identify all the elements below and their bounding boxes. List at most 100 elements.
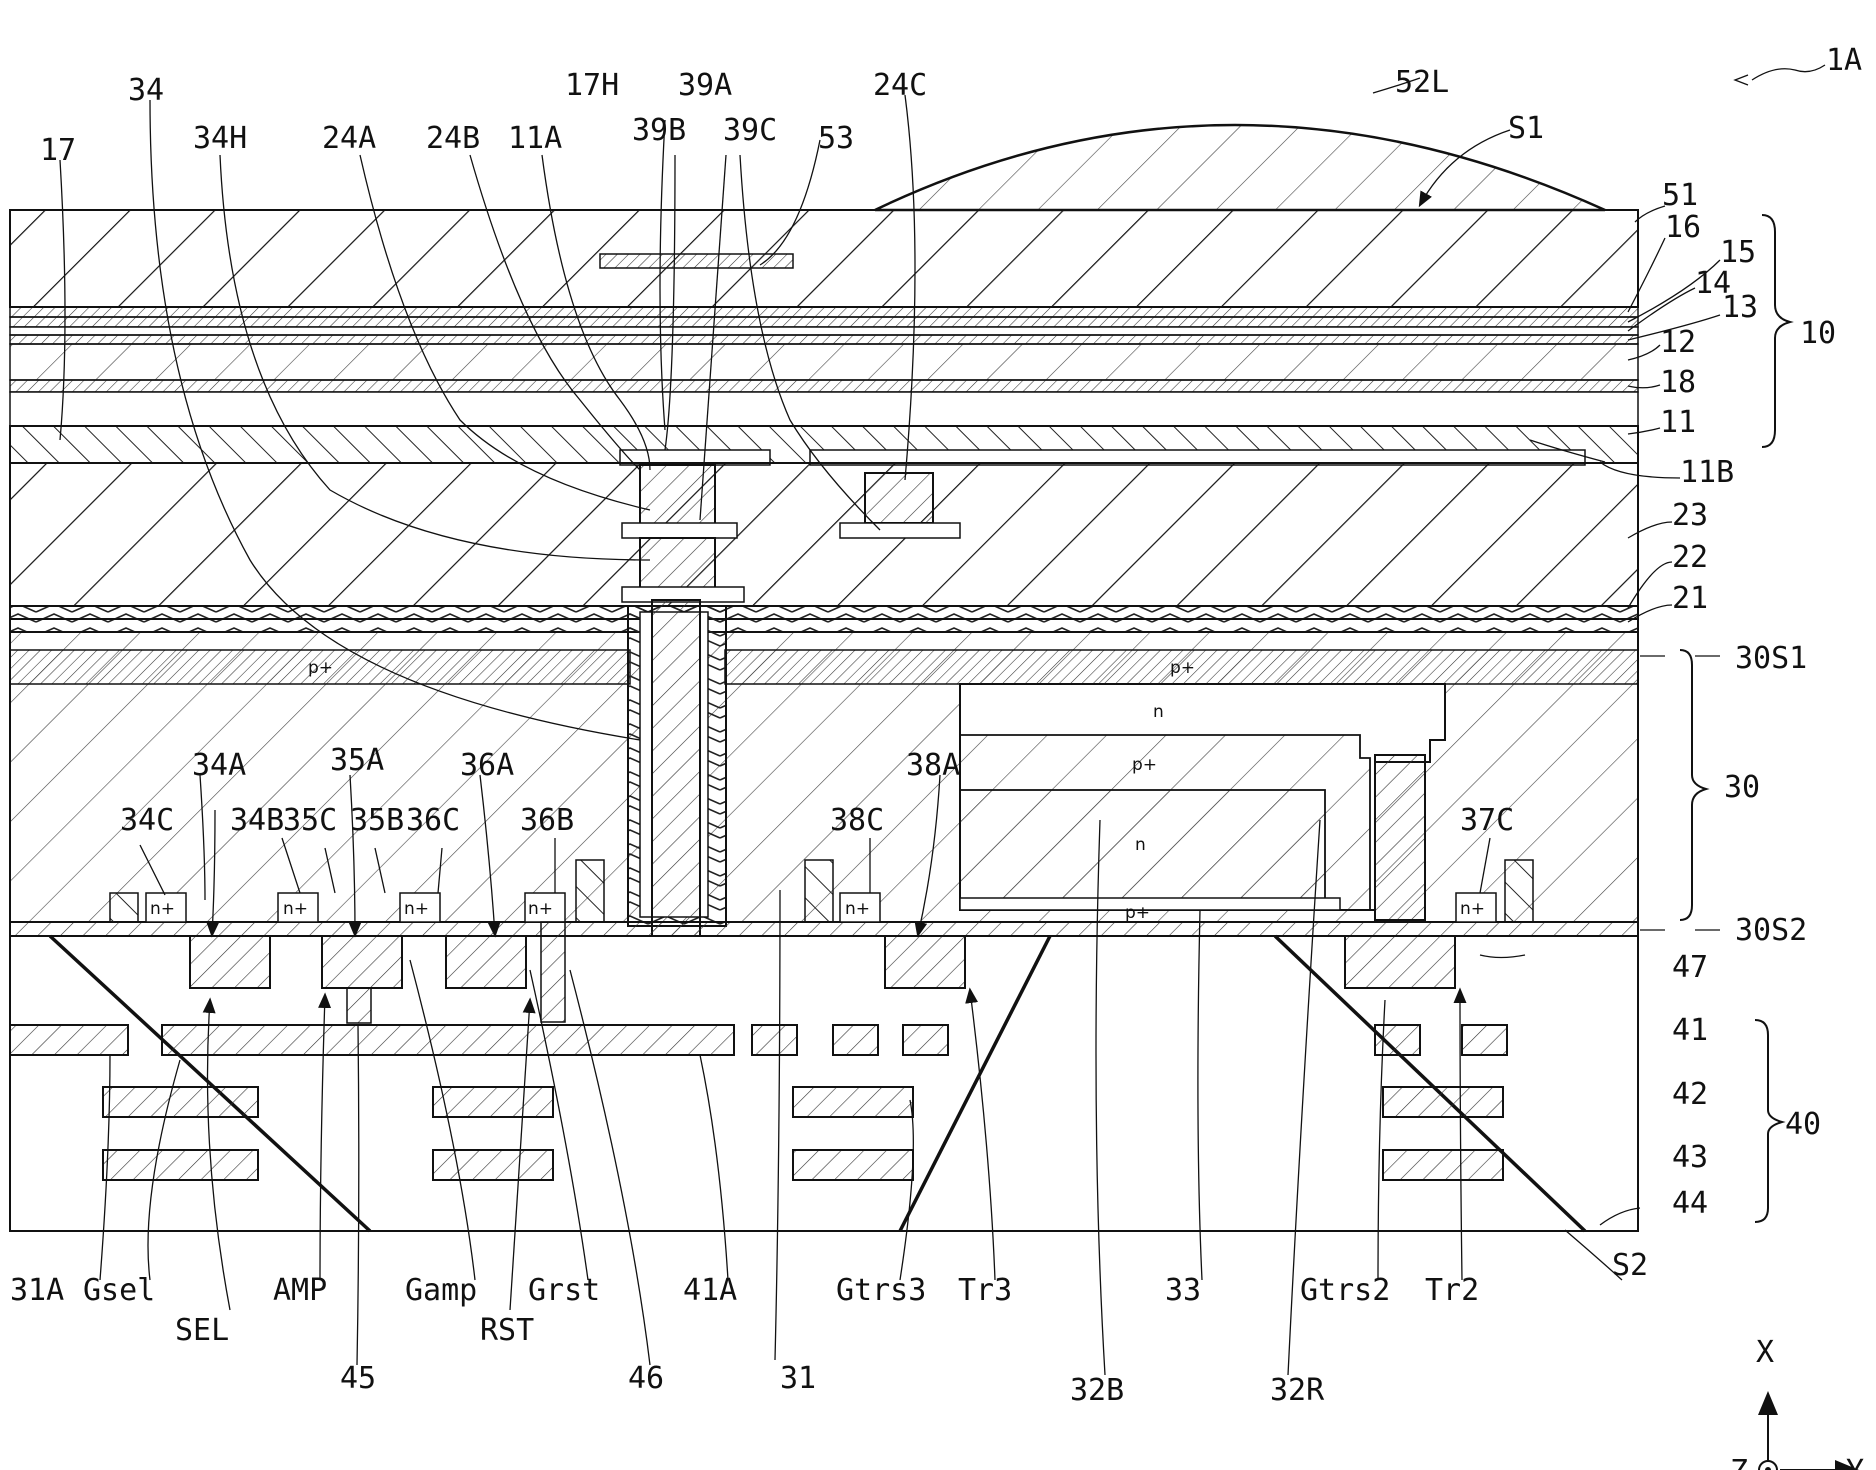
label-44: 44: [1672, 1186, 1708, 1221]
isolation-36b: [576, 860, 604, 922]
label-18: 18: [1660, 365, 1696, 400]
label-11a: 11A: [508, 121, 562, 156]
label-45: 45: [340, 1361, 376, 1396]
label-33: 33: [1165, 1273, 1201, 1308]
label-30s2: 30S2: [1735, 913, 1807, 948]
label-43: 43: [1672, 1140, 1708, 1175]
label-22: 22: [1672, 540, 1708, 575]
label-rst: RST: [480, 1313, 534, 1348]
wire-41-a: [752, 1025, 797, 1055]
axis-y-label: Y: [1846, 1454, 1864, 1470]
doping-label-11: n+: [1460, 899, 1485, 919]
wire-31a: [10, 1025, 128, 1055]
doping-label-3: p+: [1132, 755, 1157, 775]
via-24b: [640, 538, 715, 588]
wire-42-d: [1383, 1087, 1503, 1117]
axis-z-label: Z: [1730, 1454, 1748, 1470]
wire-43-a: [103, 1150, 258, 1180]
label-gsel: Gsel: [83, 1273, 155, 1308]
label-39a: 39A: [678, 68, 732, 103]
wire-41-d: [1375, 1025, 1420, 1055]
via-46: [541, 922, 565, 1022]
label-34a: 34A: [192, 748, 246, 783]
figure-id-label: 1A: [1826, 43, 1862, 78]
bracket-30: [1680, 650, 1706, 920]
doping-label-6: n+: [150, 899, 175, 919]
wire-41-c: [903, 1025, 948, 1055]
layer-21: [10, 619, 1638, 632]
layer-18: [10, 380, 1638, 392]
label-51: 51: [1662, 178, 1698, 213]
label-gtrs2: Gtrs2: [1300, 1273, 1390, 1308]
label-39b: 39B: [632, 113, 686, 148]
isolation-34c: [110, 893, 138, 922]
gate-grst: [446, 936, 526, 988]
label-tr3: Tr3: [958, 1273, 1012, 1308]
label-24b: 24B: [426, 121, 480, 156]
layer-22: [10, 606, 1638, 619]
bracket-40: [1755, 1020, 1782, 1222]
label-17h: 17H: [565, 68, 619, 103]
label-21: 21: [1672, 581, 1708, 616]
label-23: 23: [1672, 498, 1708, 533]
via-24c: [865, 473, 933, 523]
label-11: 11: [1660, 405, 1696, 440]
label-35b: 35B: [350, 803, 404, 838]
label-39c: 39C: [723, 113, 777, 148]
label-tr2: Tr2: [1425, 1273, 1479, 1308]
pad-39b: [622, 523, 737, 538]
doping-label-5: p+: [1125, 903, 1150, 923]
label-grst: Grst: [528, 1273, 600, 1308]
label-gtrs3: Gtrs3: [836, 1273, 926, 1308]
wire-43-d: [1383, 1150, 1503, 1180]
on-chip-lens-52l: [875, 125, 1605, 210]
label-40: 40: [1785, 1107, 1821, 1142]
label-16: 16: [1665, 210, 1701, 245]
label-34: 34: [128, 73, 164, 108]
light-shield-53: [600, 254, 793, 268]
label-30s1: 30S1: [1735, 641, 1807, 676]
layer-14: [10, 327, 1638, 335]
pad-39c: [840, 523, 960, 538]
label-36a: 36A: [460, 748, 514, 783]
figure-pointer: [1752, 65, 1825, 80]
label-24a: 24A: [322, 121, 376, 156]
label-52l: 52L: [1395, 65, 1449, 100]
wire-41-b: [833, 1025, 878, 1055]
gate-gtrs2: [1345, 936, 1455, 988]
label-38c: 38C: [830, 803, 884, 838]
vertical-gate-gtrs2: [1375, 755, 1425, 920]
layer-gap: [10, 392, 1638, 426]
label-13: 13: [1722, 290, 1758, 325]
gate-gamp: [322, 936, 402, 988]
isolation-37c: [1505, 860, 1533, 922]
label-42: 42: [1672, 1077, 1708, 1112]
via-45: [347, 988, 371, 1023]
axis-x-label: X: [1756, 1335, 1774, 1370]
label-12: 12: [1660, 325, 1696, 360]
label-10: 10: [1800, 316, 1836, 351]
layer-16: [10, 307, 1638, 317]
label-32r: 32R: [1270, 1373, 1325, 1408]
doping-label-9: n+: [528, 899, 553, 919]
label-35c: 35C: [283, 803, 337, 838]
label-31a: 31A: [10, 1273, 64, 1308]
label-53: 53: [818, 121, 854, 156]
doping-label-7: n+: [283, 899, 308, 919]
label-32b: 32B: [1070, 1373, 1124, 1408]
label-37c: 37C: [1460, 803, 1514, 838]
layer-51: [10, 210, 1638, 307]
label-35a: 35A: [330, 743, 384, 778]
doping-label-1: p+: [1170, 658, 1195, 678]
axis-indicator: [1759, 1395, 1855, 1470]
label-17: 17: [40, 133, 76, 168]
gate-insulator-33: [10, 922, 1638, 936]
wire-43-b: [433, 1150, 553, 1180]
layer-23: [10, 463, 1638, 606]
wire-41a: [162, 1025, 734, 1055]
label-15: 15: [1720, 235, 1756, 270]
doping-label-4: n: [1135, 835, 1146, 855]
label-41: 41: [1672, 1013, 1708, 1048]
label-s2: S2: [1612, 1248, 1648, 1283]
isolation-38c: [805, 860, 833, 922]
